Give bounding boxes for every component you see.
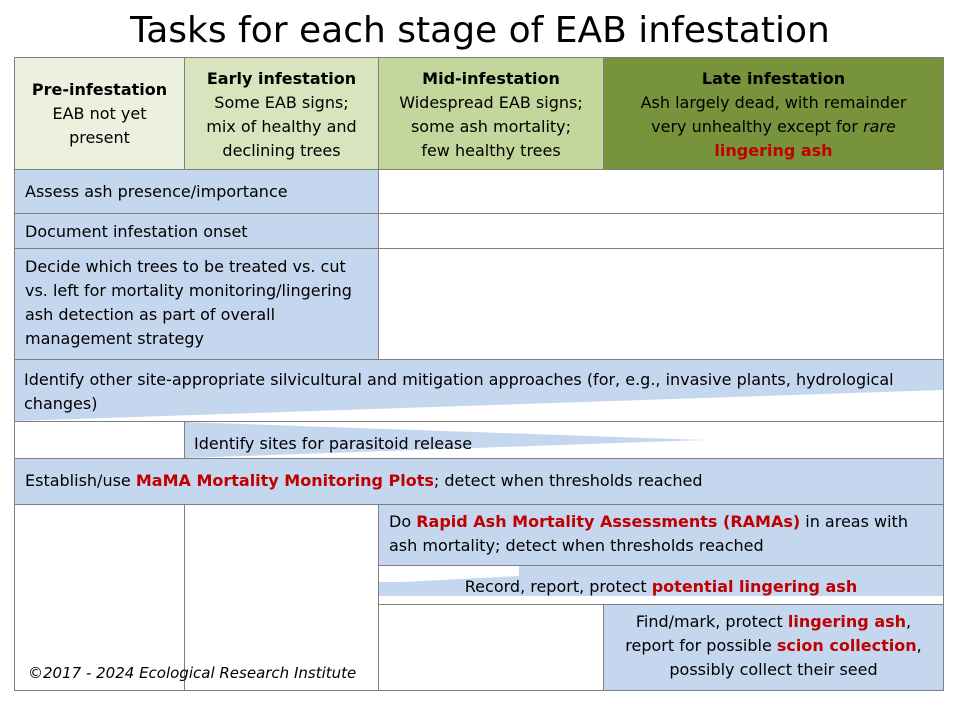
task-decide-text: Decide which trees to be treated vs. cut… — [25, 257, 352, 348]
task-rama: Do Rapid Ash Mortality Assessments (RAMA… — [378, 504, 944, 566]
task-record-highlight: potential lingering ash — [651, 577, 858, 596]
header-late-line2-text: very unhealthy except for — [651, 117, 864, 136]
task-document-text: Document infestation onset — [25, 222, 248, 241]
task-parasitoid-text: Identify sites for parasitoid release — [194, 434, 473, 453]
task-rama-text-c: in areas with ash mortality; detect when… — [389, 512, 908, 555]
record-wedge-cutout — [379, 566, 943, 604]
task-parasitoid: Identify sites for parasitoid release — [184, 428, 884, 460]
header-late-lingering: lingering ash — [714, 141, 833, 160]
task-identify-other: Identify other site-appropriate silvicul… — [14, 364, 944, 420]
header-pre-infestation: Pre-infestation EAB not yet present — [14, 57, 185, 170]
bottom-mid-empty — [378, 604, 604, 691]
task-record-text-a: Record, report, protect — [464, 577, 652, 596]
header-late-infestation: Late infestation Ash largely dead, with … — [603, 57, 944, 170]
task-decide-trees: Decide which trees to be treated vs. cut… — [14, 248, 379, 360]
header-late-title: Late infestation — [701, 69, 846, 88]
task-mama-text-c: ; detect when thresholds reached — [433, 471, 703, 490]
task-assess-text: Assess ash presence/importance — [25, 182, 288, 201]
header-mid-line2: some ash mortality; — [410, 117, 572, 136]
task-find-lingering: Find/mark, protect lingering ash, report… — [603, 604, 944, 691]
header-early-line1: Some EAB signs; — [214, 93, 349, 112]
row-assess-empty — [378, 169, 944, 214]
row-decide-empty — [378, 248, 944, 360]
task-find-line3: possibly collect their seed — [669, 660, 878, 679]
task-find-text-d: report for possible — [625, 636, 777, 655]
task-find-text-a: Find/mark, protect — [635, 612, 788, 631]
task-assess-ash: Assess ash presence/importance — [14, 169, 379, 214]
task-document-onset: Document infestation onset — [14, 213, 379, 249]
header-pre-line1: EAB not yet — [52, 104, 147, 123]
row-parasitoid-pre-empty — [14, 421, 185, 459]
task-find-text-c: , — [906, 612, 912, 631]
header-pre-title: Pre-infestation — [31, 80, 168, 99]
task-identify-other-text: Identify other site-appropriate silvicul… — [24, 370, 894, 413]
row-document-empty — [378, 213, 944, 249]
task-mama-text-a: Establish/use — [25, 471, 136, 490]
task-find-highlight-scion: scion collection — [776, 636, 917, 655]
header-mid-infestation: Mid-infestation Widespread EAB signs; so… — [378, 57, 604, 170]
task-rama-highlight: Rapid Ash Mortality Assessments (RAMAs) — [416, 512, 801, 531]
parasitoid-wedge — [185, 422, 705, 458]
copyright-footer: ©2017 - 2024 Ecological Research Institu… — [28, 664, 357, 682]
task-find-text-f: , — [916, 636, 922, 655]
header-late-line1: Ash largely dead, with remainder — [640, 93, 907, 112]
header-mid-title: Mid-infestation — [422, 69, 560, 88]
header-mid-line1: Widespread EAB signs; — [399, 93, 583, 112]
task-find-line2: report for possible scion collection, — [614, 634, 933, 658]
task-record: Record, report, protect potential linger… — [378, 571, 944, 603]
header-early-infestation: Early infestation Some EAB signs; mix of… — [184, 57, 379, 170]
header-late-line2: very unhealthy except for rare — [604, 115, 943, 139]
header-pre-line2: present — [69, 128, 130, 147]
bottom-early-empty — [184, 504, 379, 691]
header-late-rare: rare — [863, 117, 896, 136]
task-rama-text-a: Do — [389, 512, 417, 531]
identify-other-wedge — [15, 360, 943, 421]
task-mama-plots: Establish/use MaMA Mortality Monitoring … — [14, 458, 944, 505]
header-early-line3: declining trees — [222, 141, 341, 160]
bottom-pre-empty — [14, 504, 185, 691]
page-title: Tasks for each stage of EAB infestation — [130, 10, 830, 51]
task-find-highlight-lingering: lingering ash — [787, 612, 907, 631]
task-find-line1: Find/mark, protect lingering ash, — [614, 610, 933, 634]
header-early-line2: mix of healthy and — [206, 117, 357, 136]
task-mama-highlight: MaMA Mortality Monitoring Plots — [135, 471, 434, 490]
header-early-title: Early infestation — [206, 69, 357, 88]
header-mid-line3: few healthy trees — [421, 141, 561, 160]
